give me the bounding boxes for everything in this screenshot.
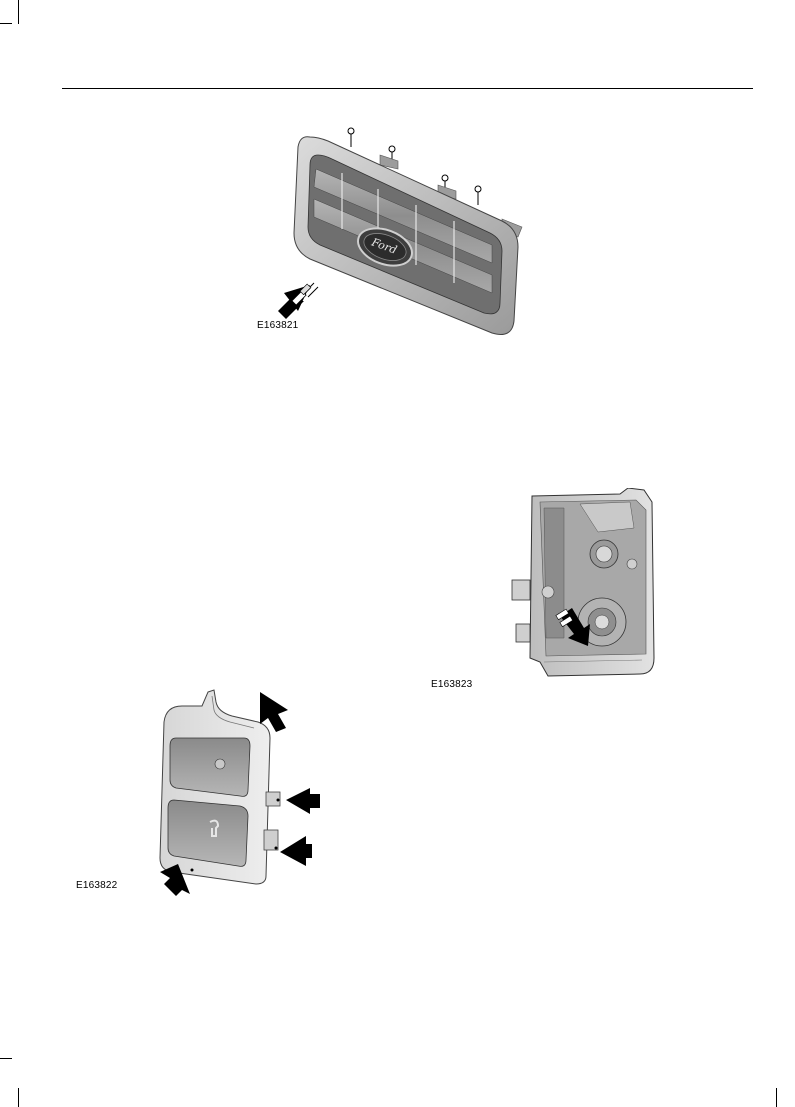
header-rule (62, 88, 753, 89)
figure-caption: E163823 (431, 679, 472, 690)
tail-lamp-icon (152, 688, 322, 896)
figure-grille: Ford (270, 125, 530, 337)
crop-mark-bottom-left-h (0, 1058, 12, 1059)
crop-mark-top-left-h (0, 23, 12, 24)
bulb-socket-icon (590, 540, 618, 568)
grille-icon: Ford (270, 125, 530, 337)
crop-mark-top-left (18, 0, 19, 24)
removal-direction-arrow-icon (278, 283, 318, 319)
figure-headlamp-rear (510, 488, 660, 680)
figure-caption: E163821 (257, 320, 298, 331)
crop-mark-bottom-left (18, 1088, 19, 1107)
screw-icon (475, 186, 481, 205)
figure-caption: E163822 (76, 880, 117, 891)
screw-icon (348, 128, 354, 147)
crop-mark-bottom-right (776, 1088, 777, 1107)
headlamp-rear-housing-icon (510, 488, 660, 680)
figure-tail-lamp (152, 688, 322, 896)
